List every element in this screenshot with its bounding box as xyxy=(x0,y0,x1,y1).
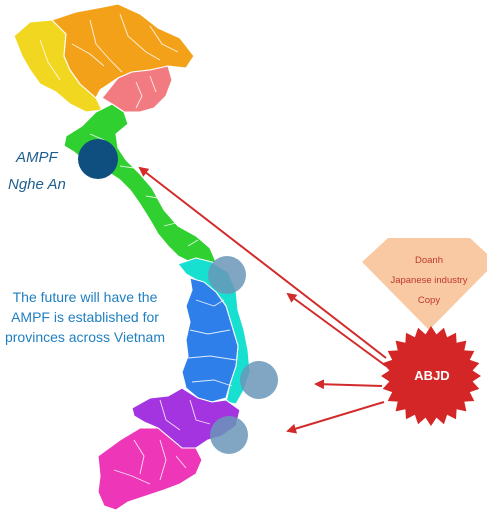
region-mekong-delta xyxy=(97,427,203,511)
region-north-east xyxy=(101,65,173,113)
ampf-label-line1: AMPF xyxy=(16,149,58,166)
arrow-to-central xyxy=(286,292,387,367)
arrow-to-nghe-an xyxy=(138,166,387,359)
future-text: The future will have the AMPF is establi… xyxy=(4,289,166,345)
ampf-label-line2: Nghe An xyxy=(8,176,66,193)
diamond-line2: Japanese industry xyxy=(390,275,468,286)
future-circle-central xyxy=(208,256,246,294)
abjd-badge xyxy=(381,326,481,426)
ampf-nghe-an-marker xyxy=(78,139,118,179)
region-north-central-coast xyxy=(63,103,217,265)
diamond-line3: Copy xyxy=(417,295,441,306)
diamond-line1: Doanh xyxy=(415,255,443,266)
arrow-to-south-central xyxy=(314,379,383,390)
arrow-to-south xyxy=(286,401,385,434)
diamond-shape xyxy=(362,238,487,330)
abjd-label: ABJD xyxy=(414,368,450,383)
arrows xyxy=(138,166,387,434)
future-circle-south xyxy=(210,416,248,454)
future-circle-south-central xyxy=(240,361,278,399)
